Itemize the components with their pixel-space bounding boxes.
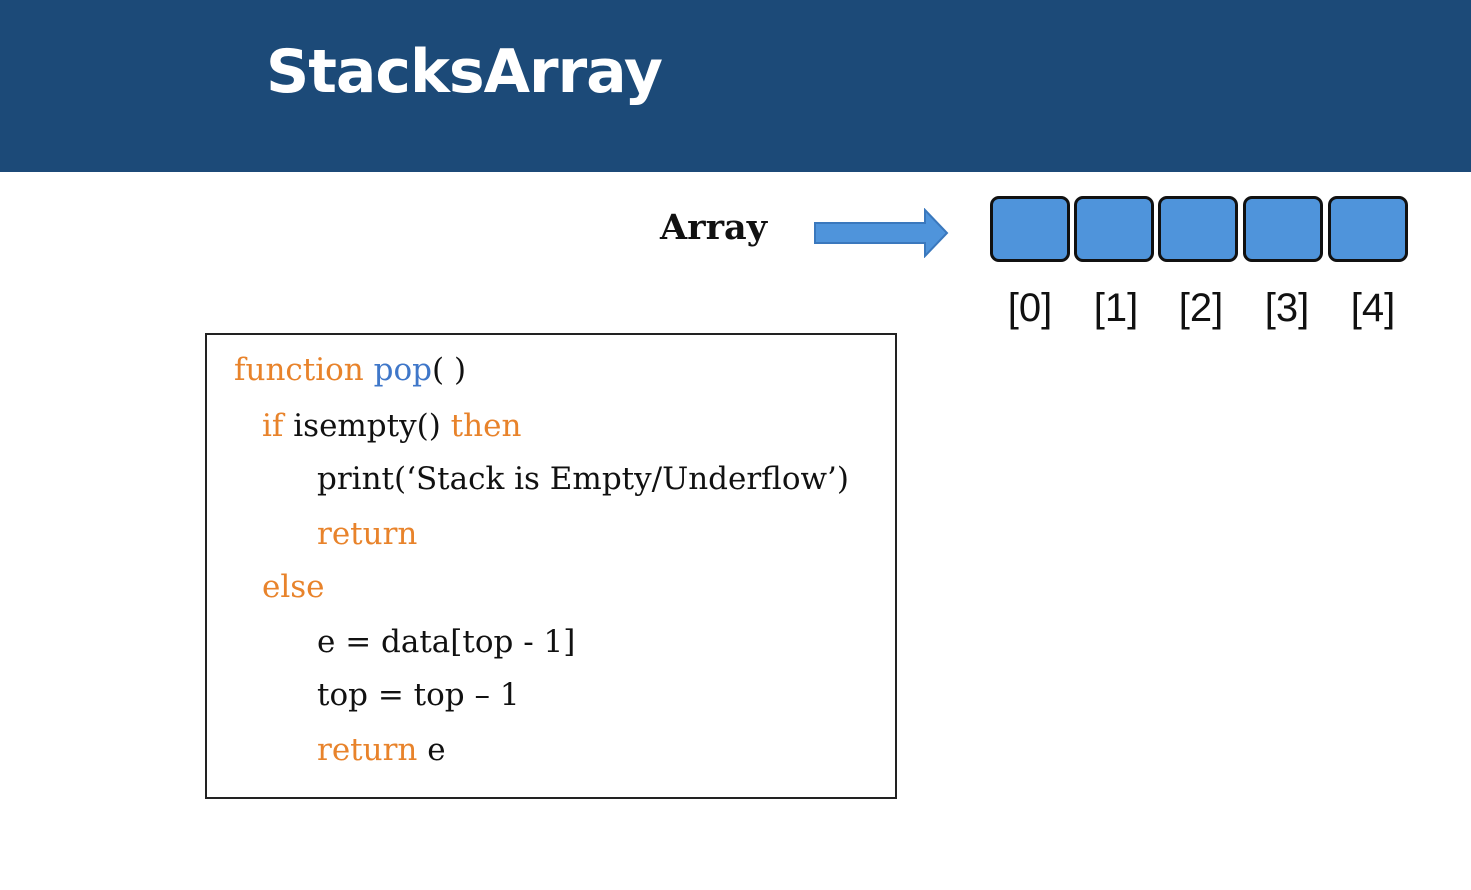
array-cell-4 bbox=[1328, 196, 1408, 262]
code-line-2: if isempty() then bbox=[262, 411, 521, 442]
index-label-2: [2] bbox=[1178, 286, 1224, 330]
code-line-4: return bbox=[317, 519, 417, 550]
index-label-3: [3] bbox=[1264, 286, 1310, 330]
keyword-return: return bbox=[317, 732, 418, 768]
code-line-5: else bbox=[262, 572, 325, 603]
code-line-1: function pop( ) bbox=[234, 355, 466, 386]
code-line-7: top = top – 1 bbox=[317, 677, 520, 713]
index-label-4: [4] bbox=[1350, 286, 1396, 330]
slide-title: StacksArray bbox=[266, 37, 663, 107]
code-text: e bbox=[417, 732, 446, 768]
keyword-else: else bbox=[262, 569, 325, 605]
keyword-if: if bbox=[262, 408, 284, 444]
array-cells bbox=[988, 196, 1414, 268]
function-name: pop bbox=[373, 352, 432, 388]
index-label-0: [0] bbox=[1007, 286, 1053, 330]
array-cell-2 bbox=[1158, 196, 1238, 262]
pseudocode-box: function pop( ) if isempty() then print(… bbox=[205, 333, 897, 799]
right-arrow-icon bbox=[814, 208, 949, 258]
keyword-return: return bbox=[317, 516, 418, 552]
array-cell-0 bbox=[990, 196, 1070, 262]
code-line-3: print(‘Stack is Empty/Underflow’) bbox=[317, 461, 850, 497]
code-line-8: return e bbox=[317, 735, 446, 766]
array-cell-3 bbox=[1243, 196, 1323, 262]
index-label-1: [1] bbox=[1093, 286, 1139, 330]
header-bar: StacksArray bbox=[0, 0, 1471, 172]
array-label: Array bbox=[660, 207, 768, 248]
keyword-then: then bbox=[450, 408, 522, 444]
code-text: isempty() bbox=[283, 408, 451, 444]
array-cell-1 bbox=[1074, 196, 1154, 262]
code-line-6: e = data[top - 1] bbox=[317, 624, 576, 660]
keyword-function: function bbox=[234, 352, 364, 388]
code-text: ( ) bbox=[432, 352, 467, 388]
